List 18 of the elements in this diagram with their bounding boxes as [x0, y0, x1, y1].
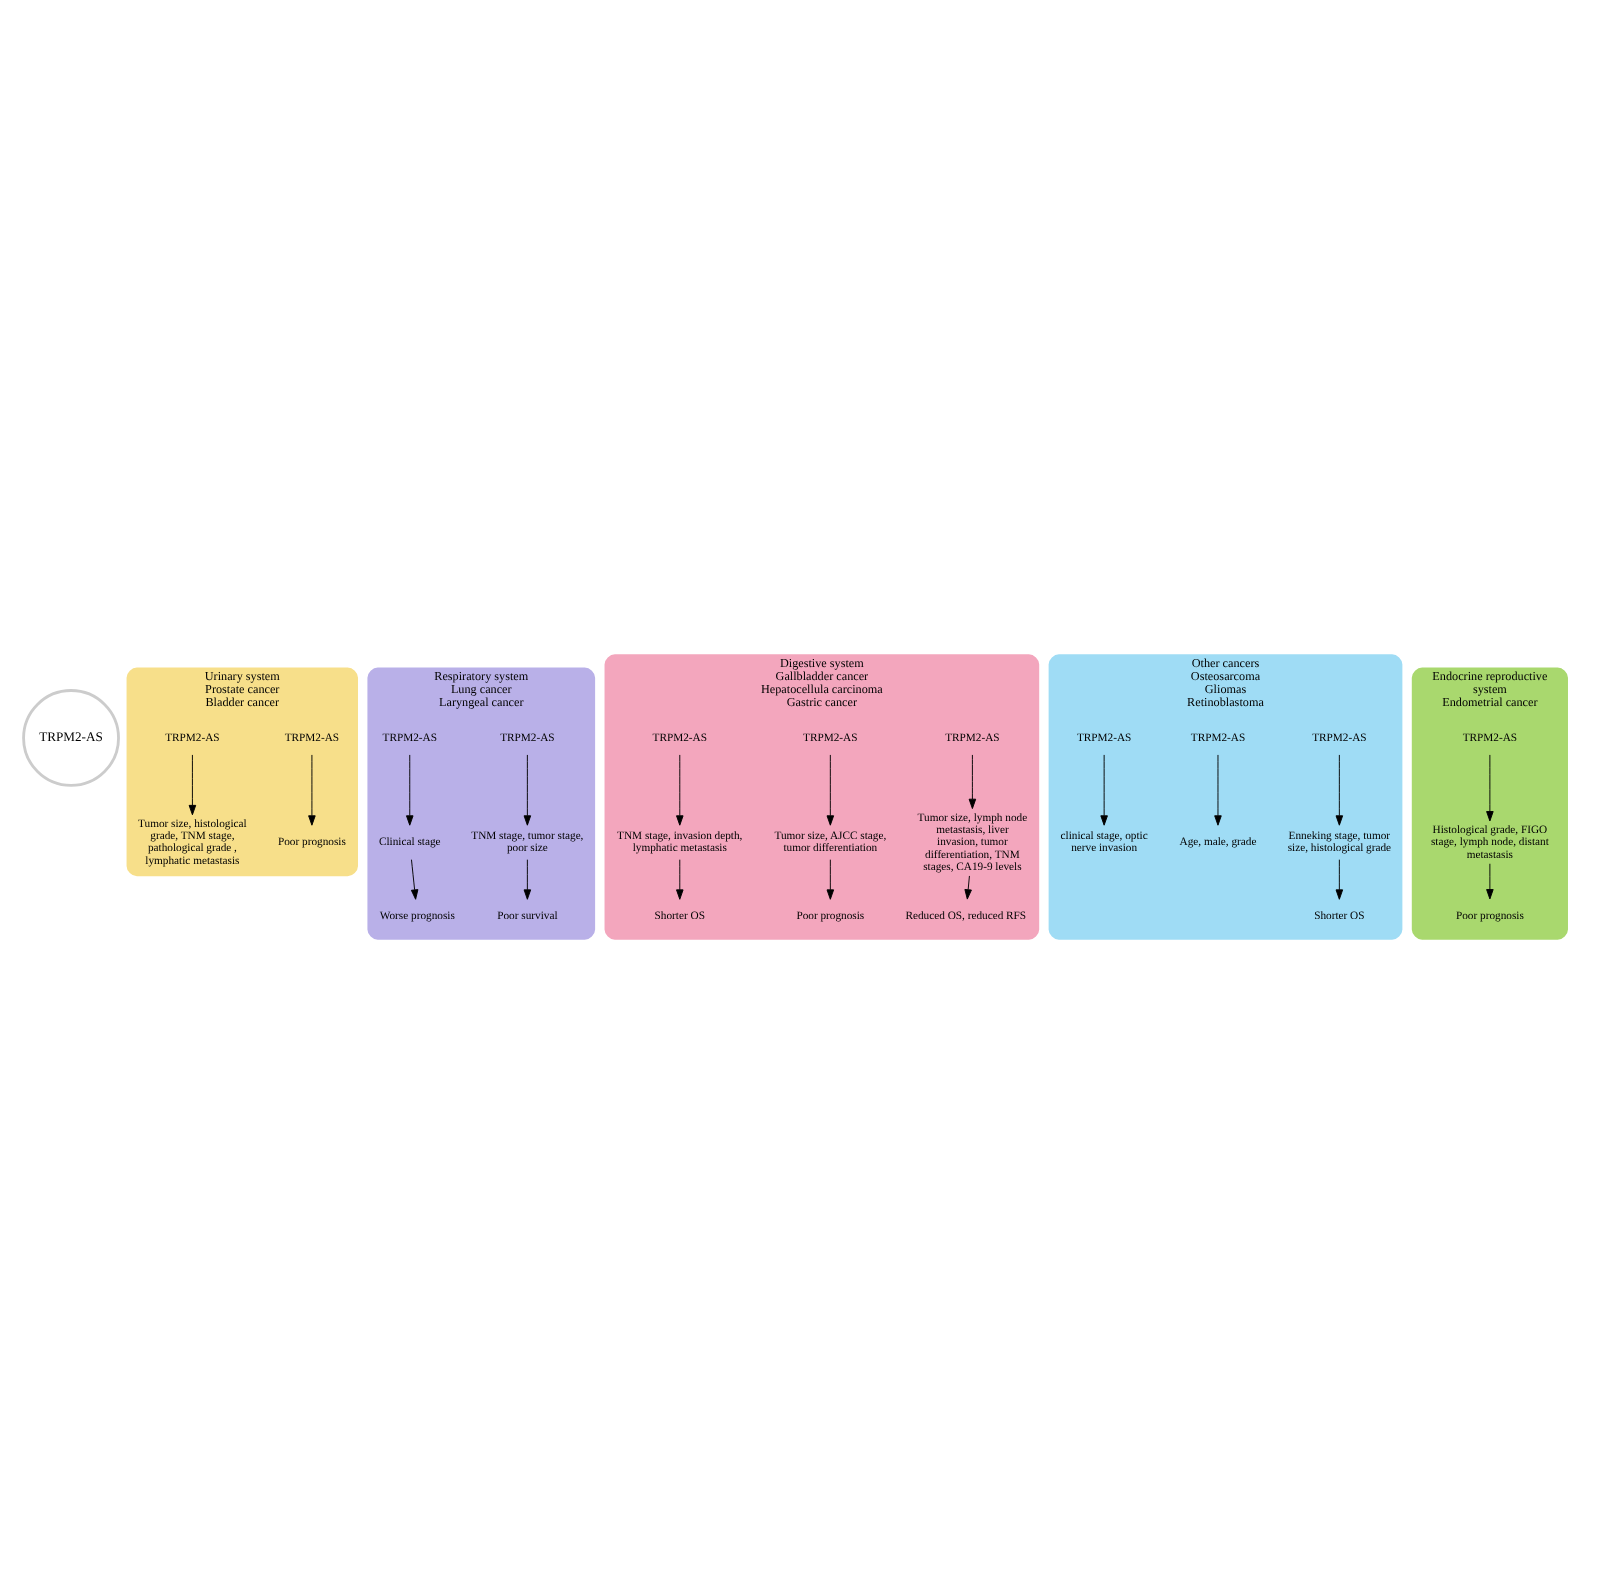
arrow: [308, 754, 316, 826]
arrow: [523, 859, 532, 900]
arrow: [523, 754, 532, 826]
arrow: [676, 754, 684, 826]
arrow: [964, 875, 972, 900]
arrow: [188, 754, 197, 816]
arrow: [968, 754, 977, 810]
arrow: [826, 859, 835, 900]
arrow: [406, 754, 414, 826]
arrow: [676, 859, 684, 900]
arrow: [826, 754, 835, 826]
arrow: [1214, 754, 1222, 826]
arrow: [1335, 859, 1344, 900]
arrow: [410, 859, 419, 900]
arrow: [1486, 754, 1494, 822]
arrow: [1100, 754, 1108, 826]
arrow: [1335, 754, 1344, 826]
arrow: [1486, 863, 1494, 900]
